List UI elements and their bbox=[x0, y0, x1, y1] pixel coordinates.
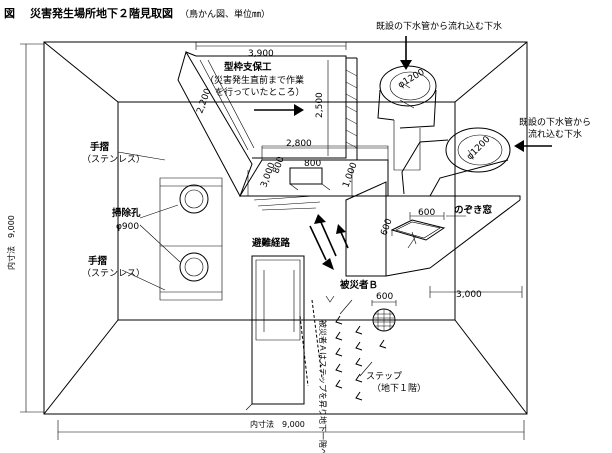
dim-600-peephole-depth: 600 bbox=[379, 217, 394, 237]
dim-3000-slab: 3,000 bbox=[259, 161, 277, 189]
dim-2800: 2,800 bbox=[286, 139, 312, 149]
label-existing-sewer-right-1: 既設の下水管から bbox=[519, 116, 591, 128]
dim-pipe-top: φ1200 bbox=[397, 67, 427, 90]
cleanout-hole-lower bbox=[179, 252, 209, 282]
figure-title: 災害発生場所地下２階見取図 bbox=[29, 6, 173, 20]
label-inner-dimension-vertical: 内寸法 9,000 bbox=[6, 215, 16, 270]
sewer-pipe-right bbox=[401, 127, 511, 197]
dim-3900: 3,900 bbox=[248, 49, 274, 59]
sewer-pipe-top bbox=[377, 65, 437, 171]
dim-1000: 1,000 bbox=[341, 161, 359, 189]
label-escape-route: 避難経路 bbox=[252, 237, 291, 249]
figure-subtitle: （鳥かん図、単位㎜） bbox=[180, 8, 270, 20]
label-handrail-lower-material: （ステンレス） bbox=[82, 268, 145, 279]
dim-3000-right: 3,000 bbox=[456, 290, 482, 300]
escape-route-arrows bbox=[299, 214, 349, 387]
label-handrail-upper: 手摺 bbox=[90, 141, 110, 153]
left-wall-features bbox=[117, 151, 223, 301]
dim-600-peephole: 600 bbox=[418, 208, 435, 218]
dim-800-horizontal: 800 bbox=[304, 159, 321, 169]
dim-2500: 2,500 bbox=[315, 92, 325, 118]
right-block bbox=[345, 181, 521, 277]
label-victim-b: 被災者Ｂ bbox=[340, 279, 378, 291]
label-handrail-lower: 手摺 bbox=[88, 255, 108, 267]
label-step-floor: （地下１階） bbox=[372, 382, 426, 394]
formwork-support-area bbox=[177, 42, 358, 198]
label-formwork-2: （災害発生直前まで作業 bbox=[205, 74, 304, 86]
floor-grate bbox=[371, 300, 397, 332]
dim-600-grate: 600 bbox=[376, 292, 393, 302]
label-step: ステップ bbox=[366, 371, 402, 382]
room-outline bbox=[43, 41, 528, 415]
figure-label: 図 bbox=[4, 6, 15, 20]
dim-pipe-right: φ1200 bbox=[465, 134, 493, 162]
label-cleanout-hole: 掃除孔 bbox=[112, 207, 141, 219]
label-existing-sewer-right-2: 流れ込む下水 bbox=[528, 128, 582, 140]
dimension-lines bbox=[20, 43, 525, 440]
peephole-window bbox=[390, 212, 466, 249]
label-handrail-upper-material: （ステンレス） bbox=[82, 154, 145, 165]
label-formwork-1: 型枠支保工 bbox=[224, 61, 272, 73]
water-flow-arrows bbox=[254, 36, 552, 152]
label-cleanout-diameter: φ900 bbox=[116, 222, 139, 232]
label-inner-dimension-horizontal: 内寸法 9,000 bbox=[250, 419, 305, 429]
label-peephole: のぞき窓 bbox=[454, 204, 493, 216]
dim-2200: 2,200 bbox=[195, 87, 213, 115]
step-rungs bbox=[335, 299, 387, 401]
label-formwork-3: を行っていたところ） bbox=[215, 86, 305, 98]
ladder-steps-center bbox=[245, 255, 305, 411]
label-victim-a: 被災者Ａはステップを昇り地下一階へ bbox=[318, 320, 328, 453]
slab-opening bbox=[289, 167, 323, 185]
central-slab bbox=[239, 145, 389, 211]
cleanout-hole-upper bbox=[179, 184, 209, 214]
label-existing-sewer-top: 既設の下水管から流れ込む下水 bbox=[376, 20, 502, 32]
